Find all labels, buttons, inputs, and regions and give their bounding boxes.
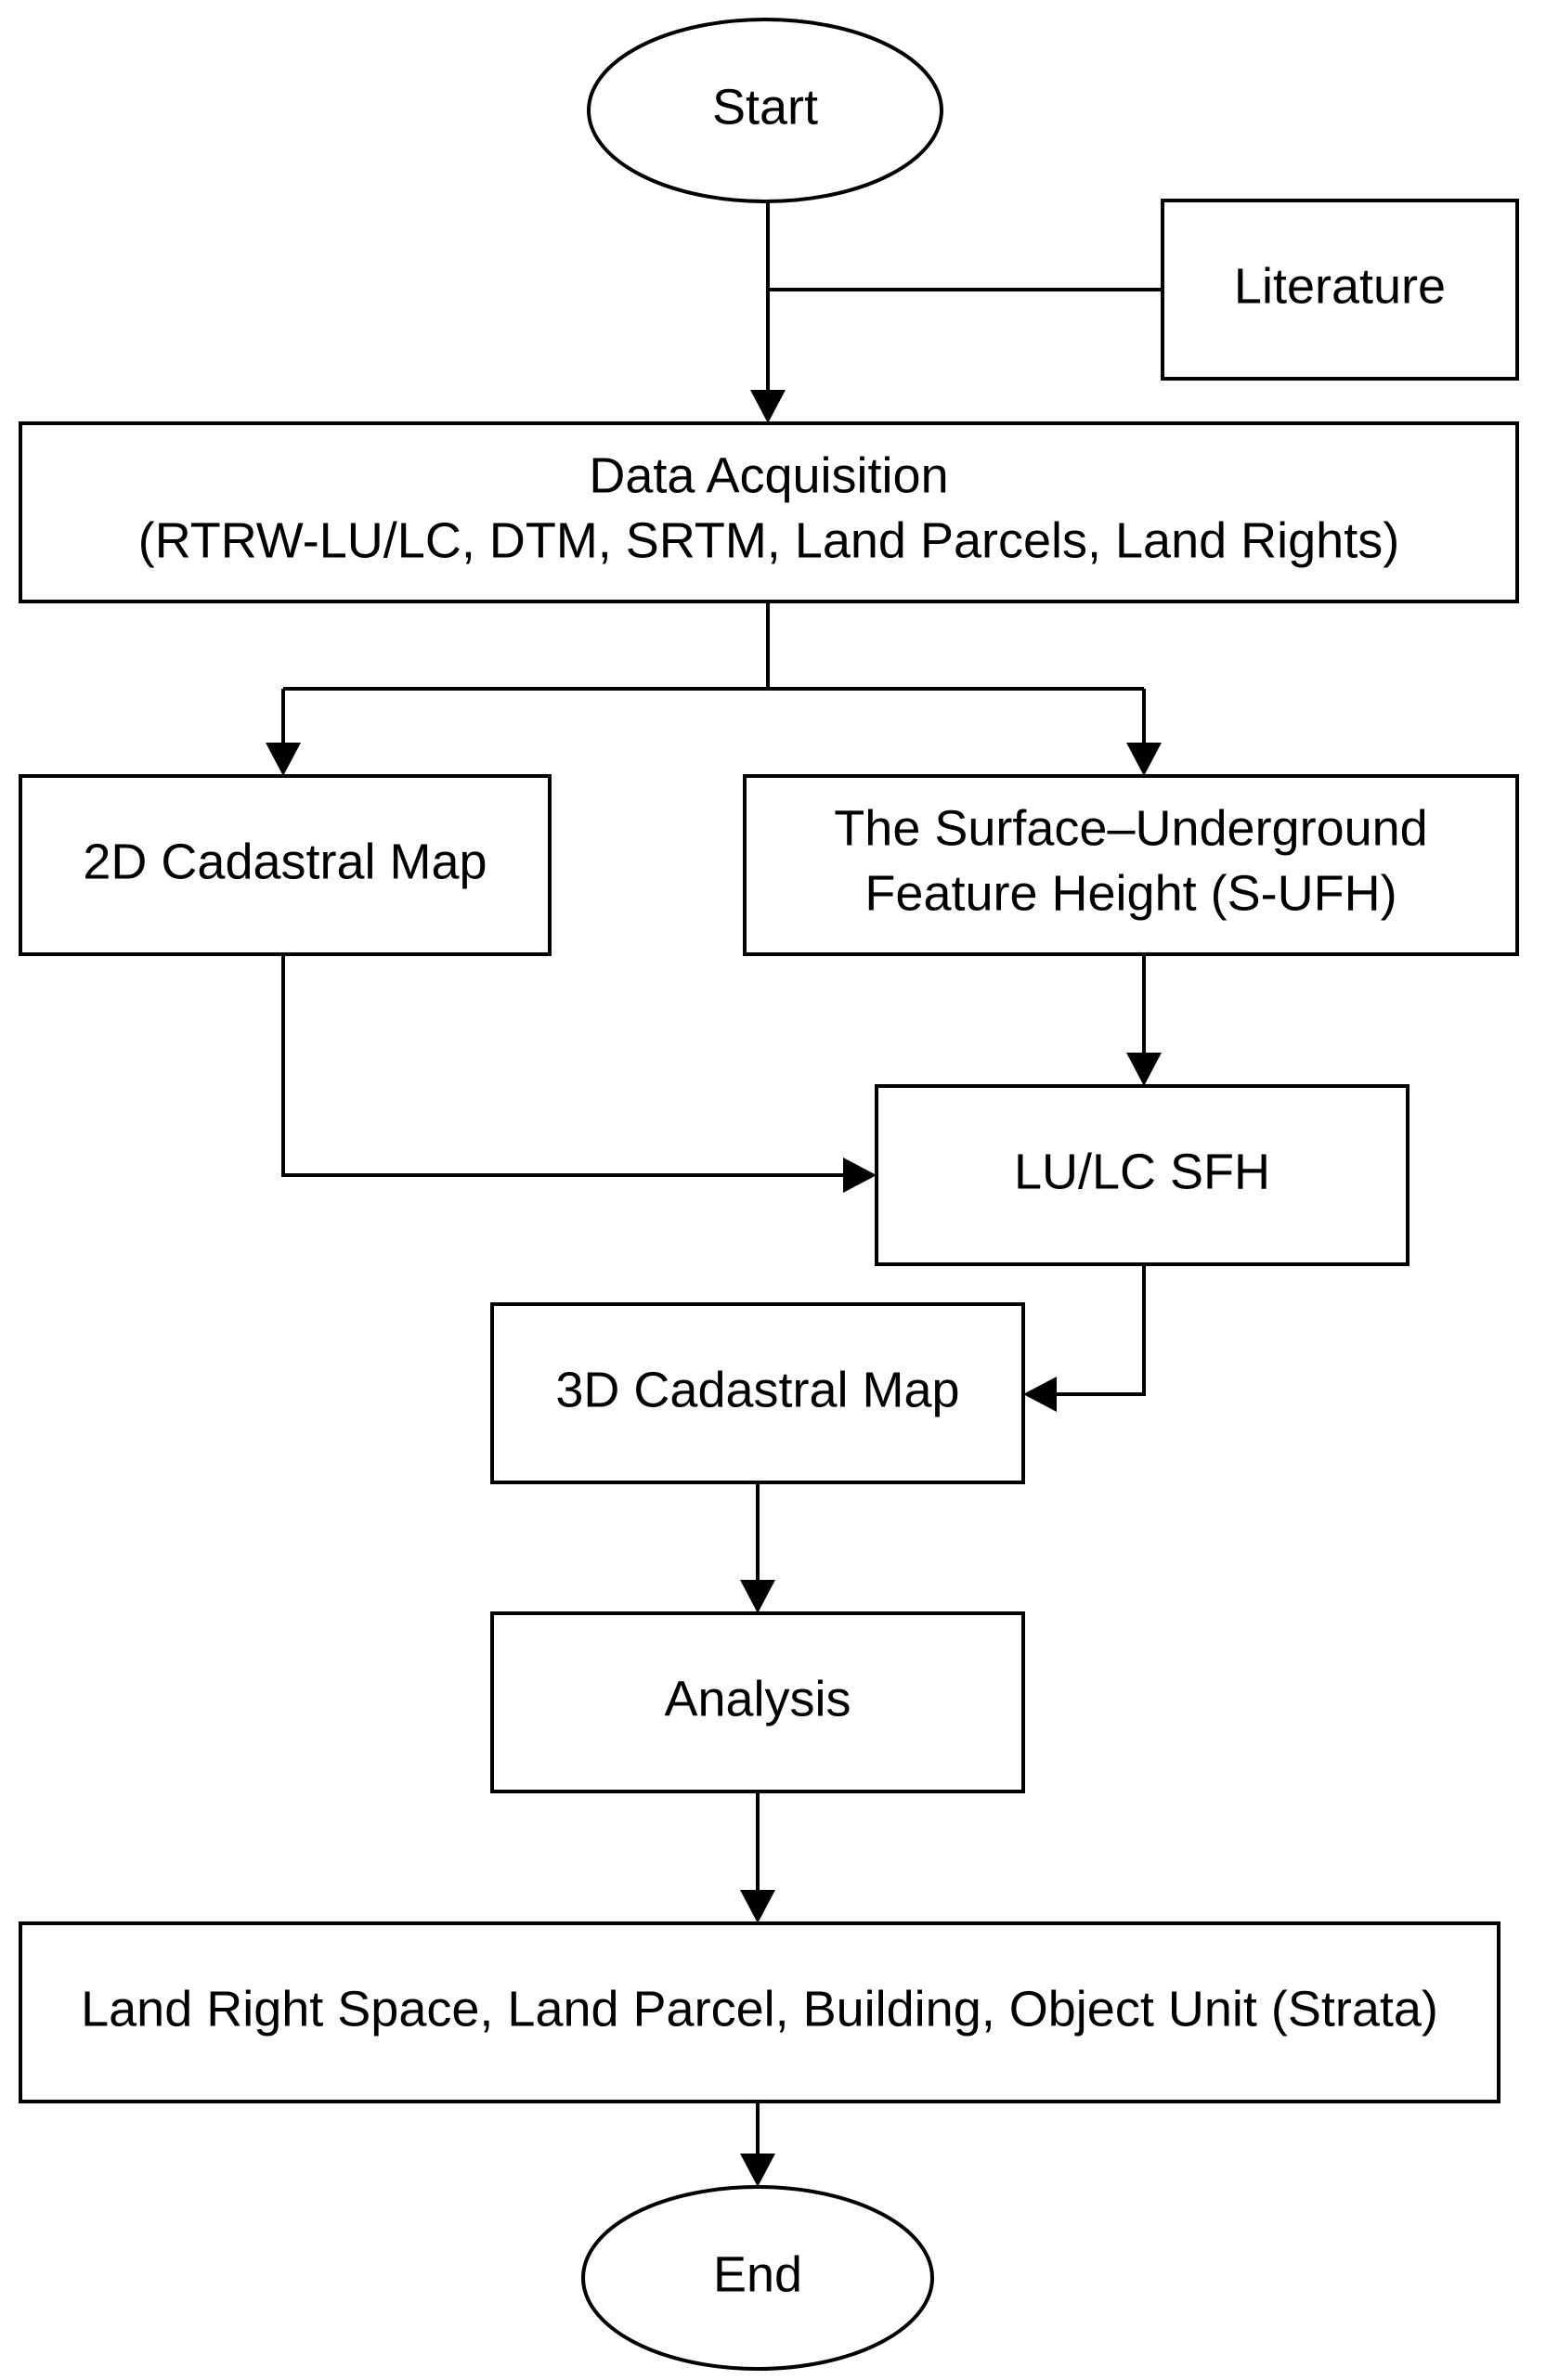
node-literature: Literature [1161,199,1519,381]
node-s-ufh: The Surface–Underground Feature Height (… [743,774,1519,956]
analysis-box [490,1611,1025,1793]
connectors [266,202,1163,2187]
lulc-sfh-box [875,1084,1410,1266]
2d-cadastral-map-label: 2D Cadastral Map [83,834,487,889]
arrowhead-analysis [740,1580,775,1613]
start-label: Start [712,79,818,135]
literature-label: Literature [1234,258,1446,314]
s-ufh-label-line2: Feature Height (S-UFH) [864,865,1397,921]
arrowhead-s-ufh [1126,743,1162,776]
end-terminator [581,2185,934,2371]
node-start: Start [587,18,943,203]
arrowhead-data-acquisition [750,390,786,423]
edge-2d-cadastral-to-lulc-sfh [281,954,843,1177]
arrowhead-lulc-sfh-top [1126,1053,1162,1086]
output-box [19,1921,1501,2103]
edge-data-acquisition-split [281,601,1146,743]
lulc-sfh-label: LU/LC SFH [1014,1144,1270,1199]
arrowhead-3d-cadastral [1023,1377,1057,1412]
node-2d-cadastral-map: 2D Cadastral Map [19,774,552,956]
node-3d-cadastral-map: 3D Cadastral Map [490,1302,1025,1484]
arrowhead-lulc-sfh-left [843,1158,877,1193]
output-label: Land Right Space, Land Parcel, Building,… [81,1981,1438,2037]
3d-cadastral-map-label: 3D Cadastral Map [555,1362,959,1417]
data-acquisition-sources: (RTRW-LU/LC, DTM, SRTM, Land Parcels, La… [138,512,1399,568]
end-label: End [713,2246,802,2302]
analysis-label: Analysis [664,1671,851,1727]
arrowhead-output [740,1890,775,1923]
node-end: End [581,2185,934,2371]
arrowhead-end [740,2154,775,2187]
s-ufh-box [743,774,1519,956]
start-terminator [587,18,943,203]
2d-cadastral-map-box [19,774,552,956]
arrowhead-2d-cadastral [266,743,301,776]
data-acquisition-box [19,421,1519,603]
node-lulc-sfh: LU/LC SFH [875,1084,1410,1266]
data-acquisition-title: Data Acquisition [589,447,948,503]
edge-lulc-sfh-to-3d-cadastral [1057,1264,1146,1396]
node-data-acquisition: Data Acquisition (RTRW-LU/LC, DTM, SRTM,… [19,421,1519,603]
node-output: Land Right Space, Land Parcel, Building,… [19,1921,1501,2103]
3d-cadastral-map-box [490,1302,1025,1484]
s-ufh-label-line1: The Surface–Underground [834,800,1427,856]
node-analysis: Analysis [490,1611,1025,1793]
literature-box [1161,199,1519,381]
